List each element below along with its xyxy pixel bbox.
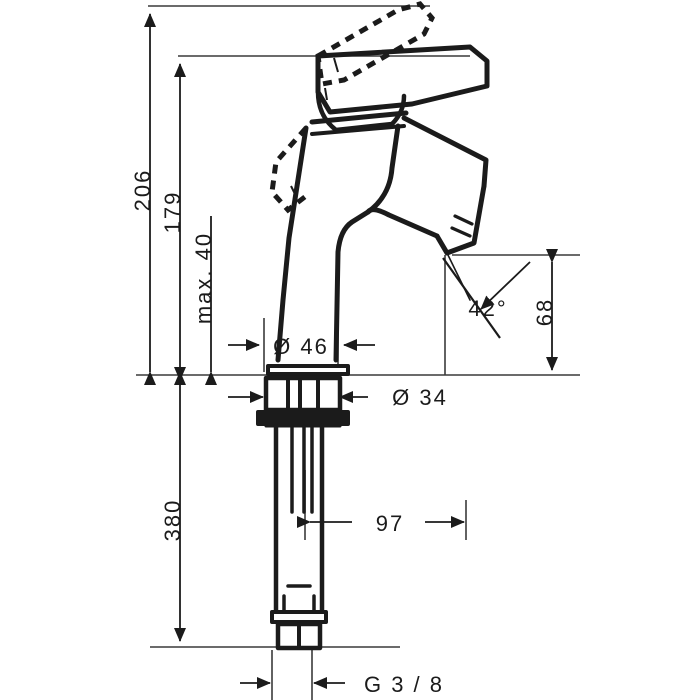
shank-collar bbox=[270, 610, 328, 624]
handle-alternate-positions bbox=[269, 1, 435, 214]
label-total-height: 206 bbox=[130, 169, 155, 212]
horizontal-dimension-arrows bbox=[228, 261, 531, 689]
mounting-block-ribs bbox=[286, 378, 320, 410]
label-base-diameter-upper: Ø 46 bbox=[273, 334, 329, 359]
spout-upper-edge bbox=[401, 115, 489, 189]
supply-shank bbox=[273, 423, 325, 615]
cartridge-cap bbox=[315, 89, 407, 133]
mounting-washer bbox=[256, 410, 350, 426]
label-spout-projection-height: 68 bbox=[532, 298, 557, 326]
body-left-flank bbox=[275, 125, 309, 363]
thread-shoulder bbox=[282, 594, 316, 614]
pivot-ticks bbox=[290, 57, 339, 197]
dim-arrow-angle bbox=[480, 261, 531, 310]
mounting-block bbox=[263, 375, 343, 413]
supply-hose-lines bbox=[290, 424, 314, 514]
label-spout-angle: 42° bbox=[468, 296, 507, 321]
handle-position-up bbox=[315, 1, 435, 87]
label-shank-diameter: Ø 34 bbox=[392, 385, 448, 410]
label-spout-height: 179 bbox=[160, 191, 185, 234]
handle-collar bbox=[309, 110, 409, 125]
dimension-arrows bbox=[144, 13, 558, 642]
spout-aerator bbox=[434, 183, 487, 256]
body-right-flank bbox=[333, 123, 401, 363]
label-thread-size: G 3 / 8 bbox=[364, 672, 444, 697]
leader-line-aerator bbox=[446, 252, 471, 301]
label-spout-reach: 97 bbox=[376, 511, 404, 536]
angle-reference-line bbox=[442, 257, 501, 339]
label-supply-length: 380 bbox=[160, 499, 185, 542]
aerator-detail bbox=[450, 214, 474, 238]
label-max-deck-thickness: max. 40 bbox=[191, 232, 216, 324]
spout-underside bbox=[365, 207, 440, 239]
faucet-body-outline bbox=[256, 44, 490, 651]
handle-collar-lower bbox=[310, 124, 406, 136]
deck-flange bbox=[266, 364, 350, 376]
